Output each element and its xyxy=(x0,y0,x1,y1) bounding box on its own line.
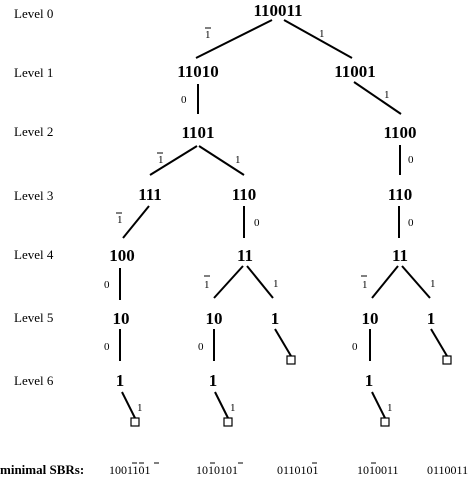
node-level-5-c: 1 xyxy=(271,309,280,328)
edge-labels: 1 1 0 1 1 1 0 1 0 0 0 1 1 1 1 0 0 0 1 1 … xyxy=(104,27,436,414)
level-6-label: Level 6 xyxy=(14,373,54,388)
leaf-square xyxy=(380,417,390,427)
node-level-3-b: 110 xyxy=(232,185,257,204)
edge-label-one: 1 xyxy=(230,402,236,414)
level-3-label: Level 3 xyxy=(14,188,53,203)
node-level-3-c: 110 xyxy=(388,185,413,204)
edge-label-minus-one: 1 xyxy=(205,29,211,41)
edge-4c-5e xyxy=(401,265,431,299)
edge-label-minus-one: 1 xyxy=(158,154,164,166)
minimal-sbrs-title: minimal SBRs: xyxy=(0,462,84,477)
level-2-label: Level 2 xyxy=(14,124,53,139)
node-level-6-a: 1 xyxy=(116,371,125,390)
sbr-item: 1010011 xyxy=(357,463,399,477)
edge-0-1b xyxy=(283,19,353,59)
node-level-0: 110011 xyxy=(253,1,302,20)
edge-label-minus-one: 1 xyxy=(204,279,210,291)
node-level-2-left: 1101 xyxy=(181,123,214,142)
sbr-item: 1010101 xyxy=(196,463,238,477)
sbr-item: 0110101 xyxy=(277,463,319,477)
leaf-squares xyxy=(130,355,452,427)
edge-label-one: 1 xyxy=(235,154,241,166)
edge-label-zero: 0 xyxy=(408,154,414,166)
edge-6c-leaf xyxy=(371,391,386,419)
tree-nodes: 110011 11010 11001 1101 1100 111 110 110… xyxy=(109,1,435,390)
sbr-item: 0110011 xyxy=(427,463,468,477)
edge-2a-3b xyxy=(198,145,245,176)
edge-4c-5d xyxy=(371,265,399,299)
level-0-label: Level 0 xyxy=(14,6,53,21)
node-level-5-e: 1 xyxy=(427,309,436,328)
edge-2a-3a xyxy=(149,145,198,176)
edge-5e-leaf xyxy=(430,328,448,357)
sbr-item: 1001101 xyxy=(109,463,151,477)
edge-label-zero: 0 xyxy=(198,341,204,353)
edge-label-zero: 0 xyxy=(352,341,358,353)
node-level-1-left: 11010 xyxy=(177,62,219,81)
edge-label-zero: 0 xyxy=(408,217,414,229)
edge-6a-leaf xyxy=(121,391,136,419)
tree-edges xyxy=(119,19,448,419)
level-4-label: Level 4 xyxy=(14,247,54,262)
edge-3a-4a xyxy=(122,205,150,239)
edge-label-one: 1 xyxy=(137,402,143,414)
node-level-2-right: 1100 xyxy=(383,123,416,142)
node-level-3-a: 111 xyxy=(138,185,162,204)
edge-label-zero: 0 xyxy=(104,341,110,353)
edge-label-one: 1 xyxy=(387,402,393,414)
node-level-6-c: 1 xyxy=(365,371,374,390)
node-level-6-b: 1 xyxy=(209,371,218,390)
edge-5c-leaf xyxy=(274,328,292,357)
node-level-1-right: 11001 xyxy=(334,62,376,81)
edge-label-one: 1 xyxy=(430,278,436,290)
edge-0-1a xyxy=(195,19,273,59)
edge-label-one: 1 xyxy=(273,278,279,290)
leaf-square xyxy=(286,355,296,365)
leaf-square xyxy=(223,417,233,427)
edge-label-zero: 0 xyxy=(181,94,187,106)
leaf-square xyxy=(130,417,140,427)
minimal-sbrs-row: minimal SBRs: 1001101 1010101 0110101 10… xyxy=(0,462,468,477)
node-level-5-b: 10 xyxy=(206,309,223,328)
level-labels: Level 0 Level 1 Level 2 Level 3 Level 4 … xyxy=(14,6,54,388)
edge-label-zero: 0 xyxy=(254,217,260,229)
edge-label-one: 1 xyxy=(319,28,325,40)
node-level-4-c: 11 xyxy=(392,246,408,265)
edge-6b-leaf xyxy=(214,391,229,419)
node-level-5-a: 10 xyxy=(113,309,130,328)
node-level-4-a: 100 xyxy=(109,246,135,265)
edge-label-minus-one: 1 xyxy=(362,279,368,291)
edge-4b-5c xyxy=(246,265,274,299)
level-5-label: Level 5 xyxy=(14,310,53,325)
edge-4b-5b xyxy=(213,265,244,299)
level-1-label: Level 1 xyxy=(14,65,53,80)
node-level-5-d: 10 xyxy=(362,309,379,328)
edge-label-minus-one: 1 xyxy=(117,214,123,226)
edge-label-one: 1 xyxy=(384,89,390,101)
node-level-4-b: 11 xyxy=(237,246,253,265)
edge-1b-2b xyxy=(353,81,402,115)
leaf-square xyxy=(442,355,452,365)
edge-label-zero: 0 xyxy=(104,279,110,291)
